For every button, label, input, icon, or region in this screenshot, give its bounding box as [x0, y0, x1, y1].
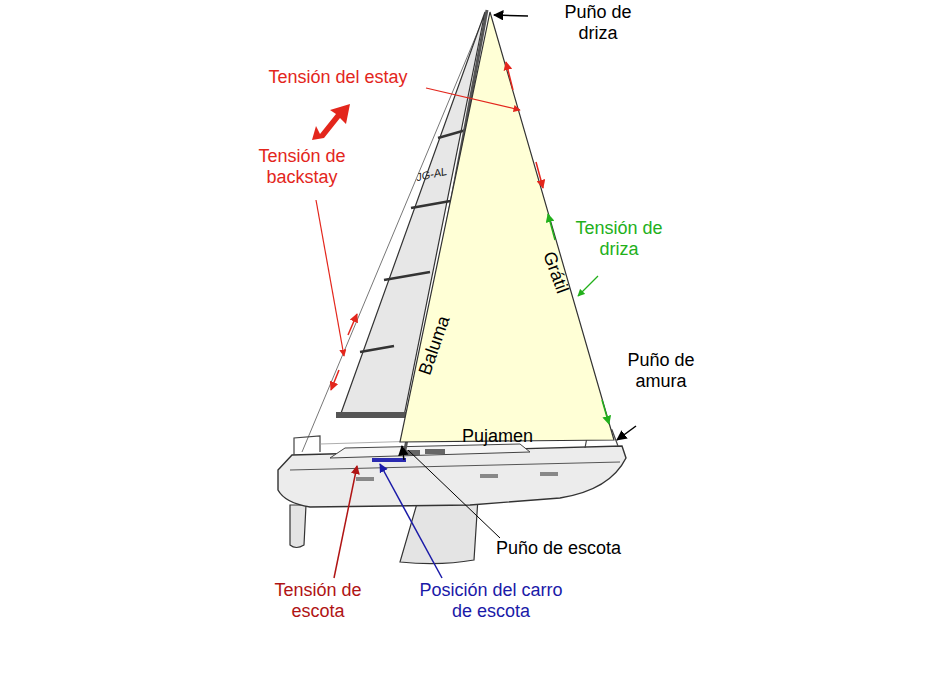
leader-line: [402, 446, 404, 460]
hull: [278, 446, 626, 507]
backstay-arrow: [331, 370, 339, 390]
backstay-double-arrow: [312, 104, 350, 140]
halyard-arrow: [602, 400, 609, 424]
backstay-arrow: [348, 314, 357, 335]
stern-pulpit: [294, 436, 320, 455]
part-label: Puño de escota: [496, 538, 621, 559]
leader-line: [617, 426, 636, 440]
part-label: Puño de amura: [618, 350, 704, 392]
cabin-windows: [400, 449, 445, 455]
forestay-arrow: [506, 62, 513, 90]
part-label: Puño de driza: [560, 2, 636, 44]
leader-line: [334, 466, 357, 578]
part-label: Tensión de driza: [574, 218, 664, 260]
part-label: Posición del carro de escota: [410, 580, 572, 622]
leader-line: [578, 276, 598, 296]
part-label: Tensión de backstay: [252, 146, 352, 188]
halyard-arrow: [548, 214, 555, 240]
boom: [336, 412, 406, 418]
part-label: Tensión del estay: [248, 67, 428, 88]
keel: [400, 498, 478, 564]
part-label: Pujamen: [462, 426, 533, 447]
leader-line: [316, 200, 344, 356]
leader-line: [494, 15, 528, 16]
leader-line: [426, 88, 520, 110]
sheet-track: [372, 458, 406, 462]
leader-line: [408, 450, 500, 538]
leader-line: [380, 464, 442, 578]
rudder: [290, 505, 306, 548]
hull-sheer-line: [290, 462, 620, 470]
cabin: [330, 444, 530, 458]
part-label: Tensión de escota: [268, 580, 368, 622]
forestay-arrow: [536, 162, 543, 188]
